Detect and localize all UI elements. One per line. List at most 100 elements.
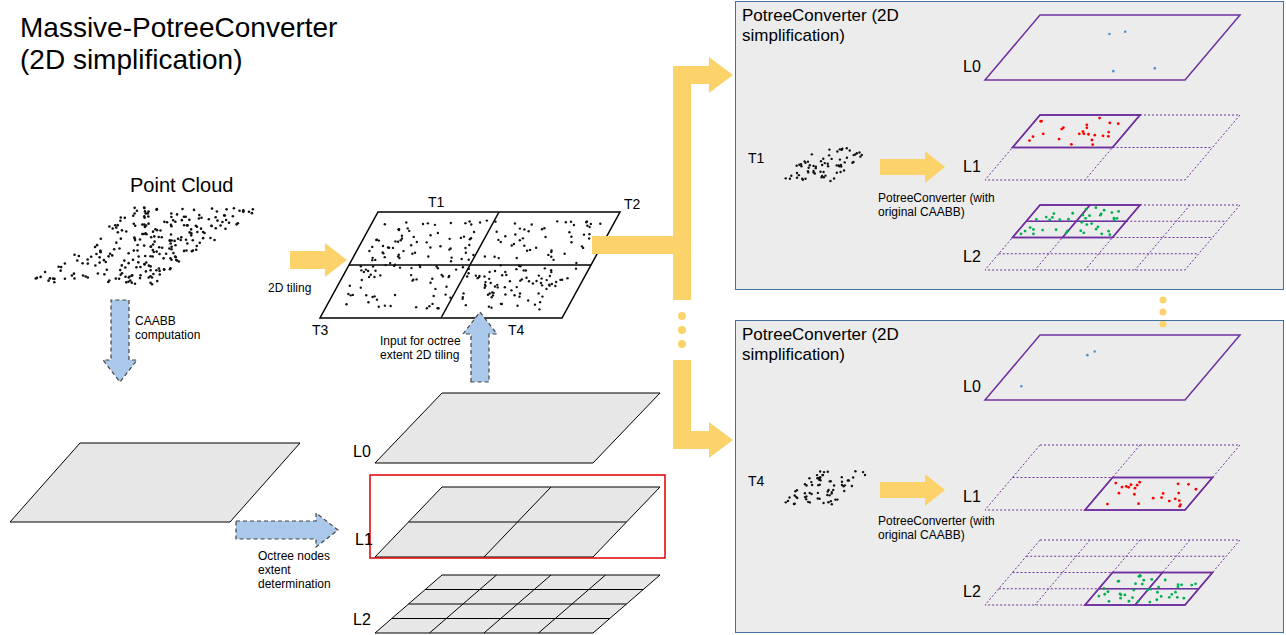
point-cloud-dot bbox=[216, 210, 219, 213]
point-cloud-dot bbox=[170, 233, 173, 236]
tile-dot bbox=[460, 258, 462, 260]
level-point bbox=[1045, 216, 1048, 219]
point-cloud-dot bbox=[114, 224, 117, 227]
tile-dot bbox=[590, 223, 592, 225]
tile-name: T2 bbox=[624, 196, 640, 212]
tile-dot bbox=[465, 304, 467, 306]
point-cloud-dot bbox=[172, 219, 175, 222]
tile-dot bbox=[827, 163, 829, 165]
tile-dot bbox=[387, 246, 389, 248]
level-point bbox=[1085, 123, 1088, 126]
tile-dot bbox=[787, 500, 789, 502]
level-point bbox=[1090, 139, 1093, 142]
point-cloud-dot bbox=[168, 239, 171, 242]
level-cell bbox=[1013, 205, 1141, 238]
level-point bbox=[1149, 588, 1152, 591]
tile-dot bbox=[464, 222, 466, 224]
flow-arrow bbox=[880, 151, 945, 183]
tile-dot bbox=[861, 154, 863, 156]
point-cloud-dot bbox=[183, 250, 186, 253]
point-cloud-dot bbox=[86, 258, 89, 261]
tile-dot bbox=[445, 286, 447, 288]
tile-dot bbox=[555, 281, 557, 283]
tile-dot bbox=[397, 228, 399, 230]
point-cloud-dot bbox=[124, 266, 127, 269]
tile-dot bbox=[484, 255, 486, 257]
figures bbox=[10, 15, 1240, 633]
level-point bbox=[1118, 580, 1121, 583]
point-cloud-dot bbox=[158, 267, 161, 270]
point-cloud-dot bbox=[149, 245, 152, 248]
point-cloud-dot bbox=[185, 249, 188, 252]
tile-dot bbox=[841, 476, 843, 478]
tile-dot bbox=[794, 502, 796, 504]
tile-dot bbox=[817, 497, 819, 499]
tile-dot bbox=[538, 308, 540, 310]
tile-dot bbox=[460, 237, 462, 239]
tile-dot bbox=[804, 492, 806, 494]
tile-dot bbox=[496, 284, 498, 286]
tile-dot bbox=[462, 266, 464, 268]
point-cloud-dot bbox=[100, 237, 103, 240]
tile-name: T3 bbox=[312, 322, 328, 338]
tile-dot bbox=[807, 170, 809, 172]
point-cloud-dot bbox=[196, 231, 199, 234]
level-point bbox=[1093, 134, 1096, 137]
tile-dot bbox=[374, 270, 376, 272]
tile-dot bbox=[795, 496, 797, 498]
tile-dot bbox=[464, 247, 466, 249]
point-cloud-dot bbox=[163, 268, 166, 271]
point-cloud-dot bbox=[210, 225, 213, 228]
tile-dot bbox=[497, 239, 499, 241]
tile-dot bbox=[378, 239, 380, 241]
tile-dot bbox=[411, 253, 413, 255]
tile-dot bbox=[819, 476, 821, 478]
level-point bbox=[1103, 587, 1106, 590]
point-cloud-dot bbox=[113, 248, 116, 251]
level-point bbox=[1136, 484, 1139, 487]
point-cloud-dot bbox=[149, 269, 152, 272]
tile-dot bbox=[556, 220, 558, 222]
tile-dot bbox=[479, 221, 481, 223]
tile-dot bbox=[823, 471, 825, 473]
point-cloud-dot bbox=[98, 256, 101, 259]
tile-dot bbox=[434, 224, 436, 226]
tile-dot bbox=[516, 305, 518, 307]
level-point bbox=[1164, 579, 1167, 582]
tile-dot bbox=[840, 149, 842, 151]
tile-dot bbox=[526, 250, 528, 252]
point-cloud-dot bbox=[153, 235, 156, 238]
tile-dot bbox=[415, 278, 417, 280]
tile-dot bbox=[509, 280, 511, 282]
tile-dot bbox=[410, 244, 412, 246]
tile-dot bbox=[843, 169, 845, 171]
tile-dot bbox=[415, 306, 417, 308]
tile-dot bbox=[410, 274, 412, 276]
tile-dot bbox=[785, 177, 787, 179]
tile-dot bbox=[522, 269, 524, 271]
level-point bbox=[1153, 67, 1156, 70]
level-plane-line bbox=[999, 588, 1199, 589]
tile-dot bbox=[416, 241, 418, 243]
level-point bbox=[1160, 595, 1163, 598]
tile-dot bbox=[490, 307, 492, 309]
tile-dot bbox=[490, 296, 492, 298]
tile-dot bbox=[561, 279, 563, 281]
tile-dot bbox=[820, 176, 822, 178]
octree-level bbox=[375, 393, 660, 463]
level-plane-line bbox=[999, 253, 1199, 254]
point-cloud-dot bbox=[136, 244, 139, 247]
panel-heading: PotreeConverter (2D simplification) bbox=[736, 2, 907, 45]
tile-dot bbox=[363, 271, 365, 273]
point-cloud-dot bbox=[169, 239, 172, 242]
level-point bbox=[1085, 126, 1088, 129]
level-point bbox=[1097, 595, 1100, 598]
tile-dot bbox=[467, 272, 469, 274]
level-point bbox=[1088, 214, 1091, 217]
point-cloud-dot bbox=[188, 219, 191, 222]
tile-dot bbox=[371, 259, 373, 261]
tile-dot bbox=[389, 305, 391, 307]
tile-dot bbox=[808, 477, 810, 479]
level-point bbox=[1055, 228, 1058, 231]
